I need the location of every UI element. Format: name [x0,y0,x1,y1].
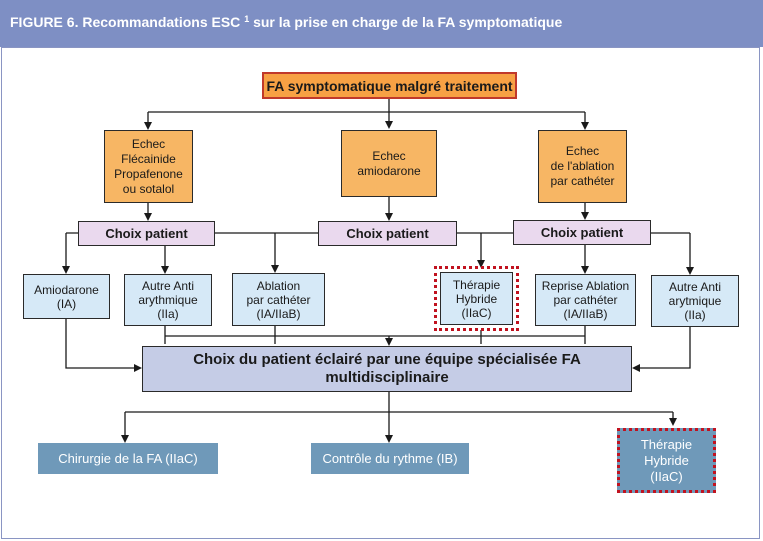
figure-title: FIGURE 6. Recommandations ESC 1 sur la p… [10,14,562,30]
box-autre-anti-arythmique: Autre Anti arythmique (IIa) [124,274,212,326]
box-reprise-ablation: Reprise Ablation par cathéter (IA/IIaB) [535,274,636,326]
box-chirurgie-fa: Chirurgie de la FA (IIaC) [38,443,218,474]
figure-header: FIGURE 6. Recommandations ESC 1 sur la p… [0,0,763,47]
box-choix-patient-right: Choix patient [513,220,651,245]
arrow-autre-anti-2-decision [632,327,691,372]
arrow-amiodarone-decision [65,319,142,372]
box-choix-equipe-multidisciplinaire: Choix du patient éclairé par une équipe … [142,346,632,392]
box-controle-rythme: Contrôle du rythme (IB) [311,443,469,474]
box-echec-flecainide: Echec Flécainide Propafenone ou sotalol [104,130,193,203]
box-autre-anti-arytmique: Autre Anti arytmique (IIa) [651,275,739,327]
box-ablation-catheter: Ablation par cathéter (IA/IIaB) [232,273,325,326]
figure-label: FIGURE 6. [10,14,79,30]
box-amiodarone: Amiodarone (IA) [23,274,110,319]
title-suffix: sur la prise en charge de la FA symptoma… [253,14,563,30]
box-choix-patient-center: Choix patient [318,221,457,246]
box-echec-amiodarone: Echec amiodarone [341,130,437,197]
box-therapie-hybride-outcome: Thérapie Hybride (IIaC) [617,428,716,493]
box-echec-ablation: Echec de l'ablation par cathéter [538,130,627,203]
box-choix-patient-left: Choix patient [78,221,215,246]
title-prefix: Recommandations ESC [82,14,241,30]
box-fa-symptomatique: FA symptomatique malgré traitement [262,72,517,99]
title-superscript: 1 [244,14,250,24]
box-therapie-hybride: Thérapie Hybride (IIaC) [434,266,519,331]
